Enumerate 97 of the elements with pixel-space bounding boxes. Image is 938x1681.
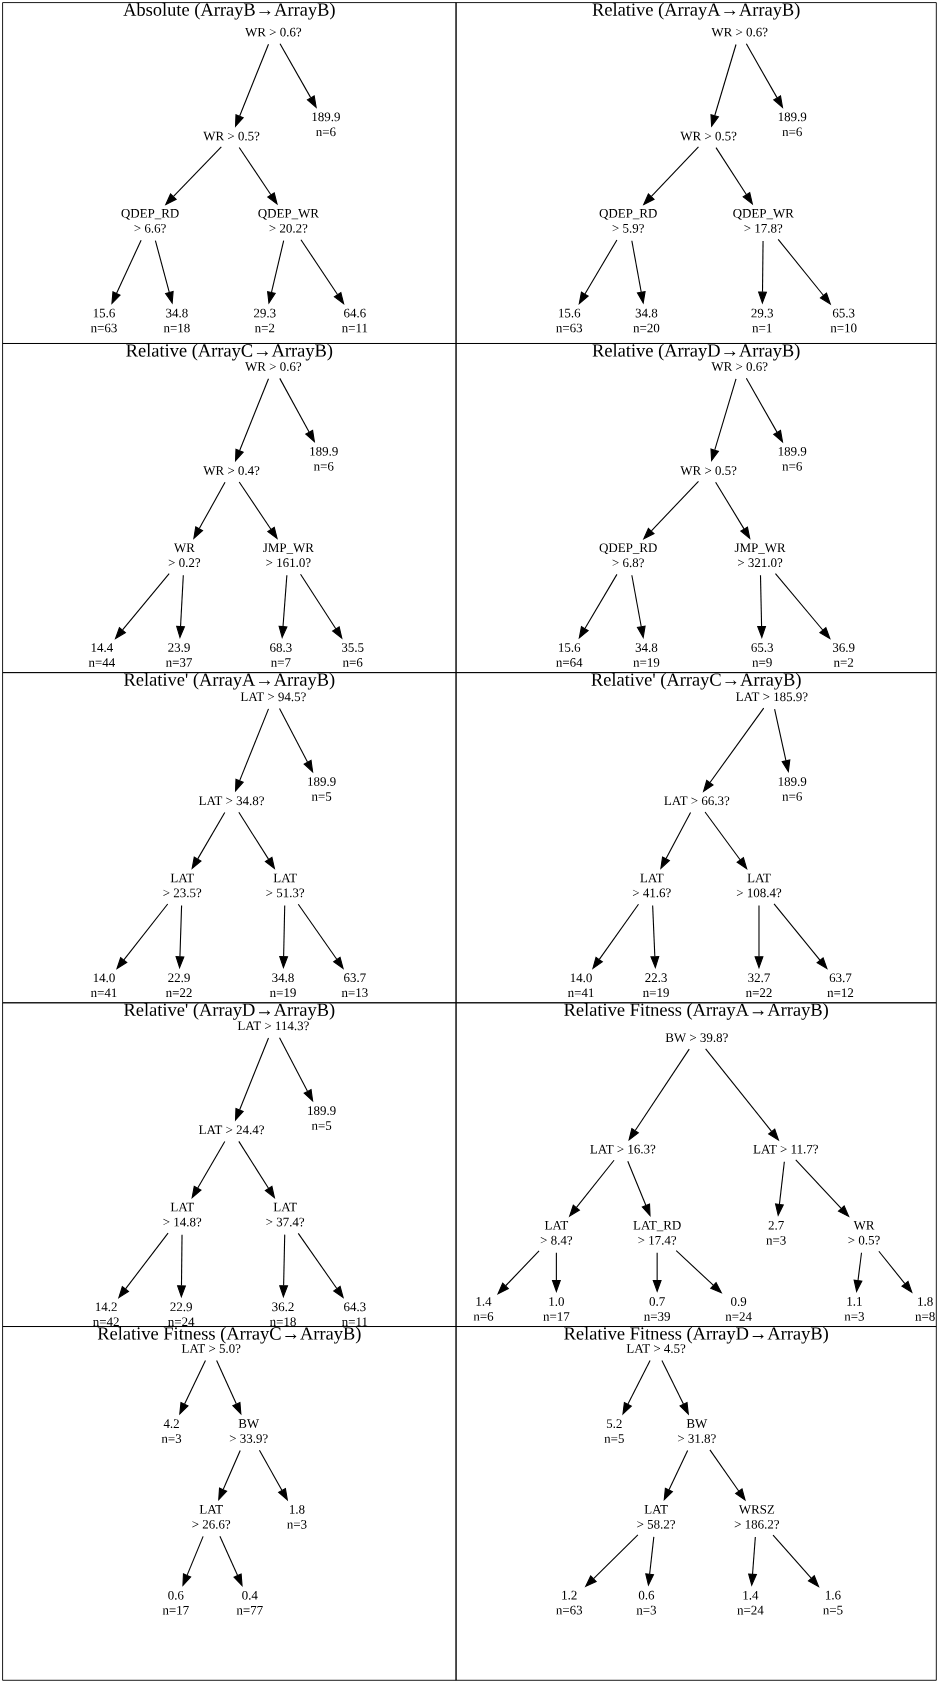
leaf-label: 189.9 n=6 [310,447,338,471]
split-label: LAT_RD > 17.4? [633,1221,681,1245]
leaf-label: 34.8 n=19 [633,643,660,667]
split-label: WR > 0.6? [245,362,302,372]
split-label: WR > 0.6? [245,27,302,37]
leaf-label: 189.9 n=6 [778,777,807,801]
split-label: BW > 31.8? [678,1419,716,1443]
leaf-label: 0.7 n=39 [644,1297,670,1321]
split-label: WR > 0.6? [711,27,768,37]
leaf-label: 1.0 n=17 [543,1297,570,1321]
split-label: LAT > 114.3? [237,1021,309,1031]
leaf-label: 1.4 n=24 [737,1590,764,1615]
leaf-label: 189.9 n=6 [778,447,807,471]
arrow [578,239,618,305]
split-label: LAT > 23.5? [163,873,202,898]
arrow [191,1141,226,1199]
split-label: QDEP_RD > 6.8? [599,543,657,568]
leaf-label: 5.2 n=5 [604,1419,624,1443]
leaf-label: 15.6 n=63 [90,308,117,333]
leaf-label: 63.7 n=12 [827,973,854,997]
split-label: LAT > 185.9? [736,692,808,702]
split-label: WR > 0.5? [848,1221,880,1245]
leaf-label: 34.8 n=18 [163,308,190,333]
leaf-label: 1.8 n=8 [915,1297,935,1321]
leaf-label: 65.3 n=10 [830,308,857,333]
arrow [773,903,828,970]
split-label: JMP_WR > 321.0? [734,543,786,568]
leaf-label: 14.2 n=42 [93,1302,119,1327]
split-label: WR > 0.5? [203,131,260,141]
split-label: WRSZ > 186.2? [734,1505,780,1529]
leaf-label: 189.9 n=5 [308,1106,336,1130]
split-label: LAT > 108.4? [736,873,782,898]
leaf-label: 36.9 n=2 [832,643,855,667]
leaf-label: 189.9 n=6 [312,112,340,137]
leaf-label: 22.3 n=19 [643,973,669,997]
leaf-label: 29.3 n=1 [751,308,773,333]
split-label: QDEP_WR > 20.2? [258,209,319,233]
leaf-label: 2.7 n=3 [766,1221,786,1245]
leaf-label: 1.4 n=6 [473,1297,494,1321]
leaf-label: 1.8 n=3 [287,1505,307,1529]
split-label: LAT > 11.7? [753,1144,818,1154]
split-label: WR > 0.2? [168,543,201,568]
split-label: LAT > 8.4? [540,1221,573,1245]
leaf-label: 0.4 n=77 [236,1590,263,1615]
split-label: LAT > 41.6? [632,873,671,898]
split-label: LAT > 26.6? [192,1505,231,1529]
leaf-label: 36.2 n=18 [269,1302,296,1327]
split-label: LAT > 5.0? [181,1344,241,1353]
split-label: QDEP_WR > 17.8? [733,209,794,233]
split-label: LAT > 4.5? [626,1344,686,1353]
split-label: QDEP_RD > 5.9? [599,209,657,233]
split-label: LAT > 94.5? [240,692,306,702]
split-label: WR > 0.4? [203,466,260,476]
split-label: LAT > 37.4? [266,1202,305,1227]
leaf-label: 1.1 n=3 [844,1297,864,1321]
leaf-label: 1.2 n=63 [556,1590,583,1615]
leaf-label: 189.9 n=5 [308,777,336,801]
leaf-label: 23.9 n=37 [165,643,192,667]
leaf-label: 22.9 n=22 [165,973,192,997]
leaf-label: 0.6 n=17 [162,1590,189,1615]
leaf-label: 32.7 n=22 [745,973,772,997]
leaf-label: 189.9 n=6 [778,112,807,137]
split-label: BW > 39.8? [665,1033,728,1043]
split-label: LAT > 24.4? [198,1125,264,1135]
arrow [704,811,748,870]
leaf-label: 65.3 n=9 [751,643,773,667]
leaf-label: 0.9 n=24 [725,1297,752,1321]
leaf-label: 29.3 n=2 [254,308,276,333]
leaf-label: 34.8 n=19 [269,973,296,997]
leaf-label: 0.6 n=3 [636,1590,657,1615]
arrow [116,903,169,970]
split-label: LAT > 66.3? [664,796,730,806]
leaf-label: 63.7 n=13 [341,973,368,997]
leaf-label: 14.0 n=41 [567,973,594,997]
split-label: LAT > 34.8? [198,796,264,806]
leaf-label: 1.6 n=5 [823,1590,843,1615]
leaf-label: 34.8 n=20 [633,308,660,333]
leaf-label: 64.3 n=11 [342,1302,368,1327]
split-label: LAT > 51.3? [266,873,305,898]
split-label: LAT > 14.8? [163,1202,202,1227]
leaf-label: 35.5 n=6 [342,643,364,667]
leaf-label: 4.2 n=3 [161,1419,182,1443]
leaf-label: 22.9 n=24 [168,1302,195,1327]
split-label: LAT > 16.3? [590,1144,656,1154]
split-label: WR > 0.6? [711,362,768,372]
split-label: JMP_WR > 161.0? [263,543,314,568]
leaf-label: 14.4 n=44 [88,643,115,667]
split-label: QDEP_RD > 6.6? [121,209,179,233]
leaf-label: 64.6 n=11 [342,308,368,333]
leaf-label: 15.6 n=63 [556,308,583,333]
leaf-label: 14.0 n=41 [90,973,117,997]
split-label: WR > 0.5? [680,131,737,141]
leaf-label: 15.6 n=64 [556,643,583,667]
split-label: LAT > 58.2? [637,1505,675,1529]
leaf-label: 68.3 n=7 [270,643,292,667]
split-label: BW > 33.9? [229,1419,268,1443]
split-label: WR > 0.5? [680,466,737,476]
